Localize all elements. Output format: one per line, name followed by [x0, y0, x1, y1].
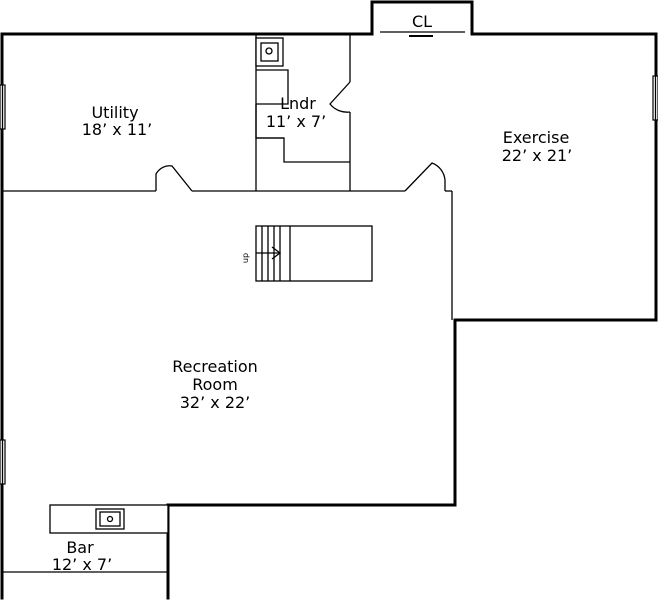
closet [370, 0, 474, 37]
interior-walls [2, 34, 453, 573]
laundry-name: Lndr [280, 94, 316, 113]
exercise-size: 22’ x 21’ [502, 146, 573, 165]
utility-name: Utility [91, 103, 138, 122]
recreation-size: 32’ x 22’ [180, 393, 251, 412]
exercise-name: Exercise [503, 128, 570, 147]
laundry-fixtures [255, 37, 350, 163]
bar-sink [95, 508, 125, 530]
stairs-up-label: up [241, 253, 250, 263]
recreation-name-1: Recreation [172, 357, 258, 376]
recreation-name-2: Room [192, 375, 238, 394]
closet-name: CL [412, 12, 432, 31]
room-labels: CL Utility 18’ x 11’ Lndr 11’ x 7’ Exerc… [52, 12, 572, 574]
windows [0, 75, 658, 485]
stairs: up [241, 225, 373, 282]
laundry-size: 11’ x 7’ [266, 112, 326, 131]
utility-size: 18’ x 11’ [82, 120, 153, 139]
bar-size: 12’ x 7’ [52, 555, 112, 574]
doors [155, 81, 446, 192]
bar-name: Bar [66, 538, 94, 557]
